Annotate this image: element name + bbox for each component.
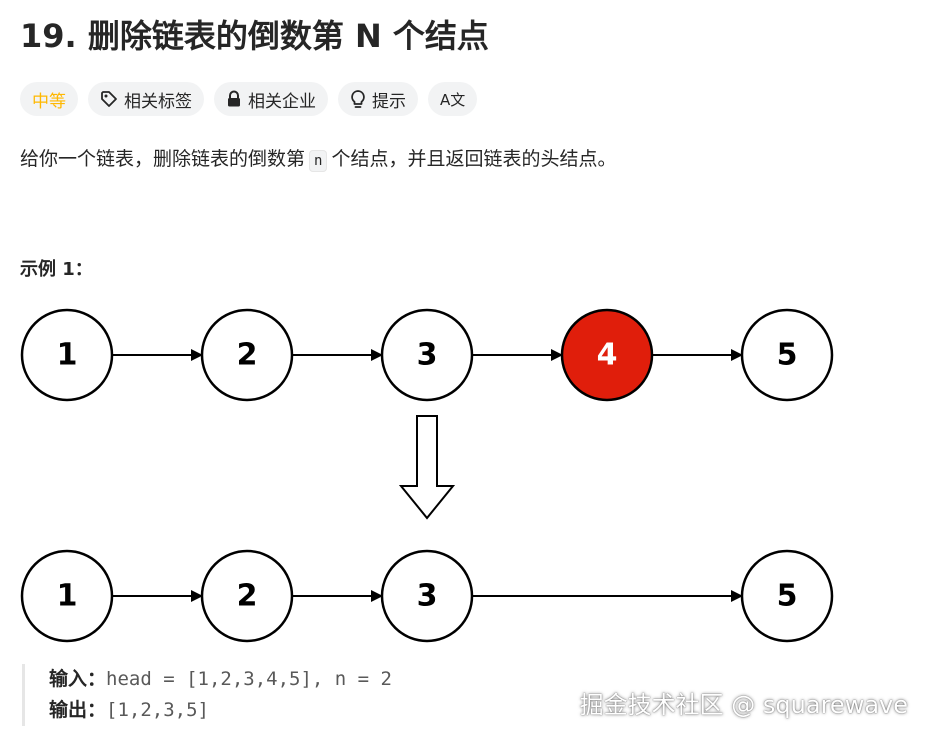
hint-button[interactable]: 提示 [338,82,418,116]
output-line: 输出：[1,2,3,5] [49,695,392,726]
related-companies-label: 相关企业 [248,91,316,112]
input-line: 输入：head = [1,2,3,4,5], n = 2 [49,664,392,695]
input-value: head = [1,2,3,4,5], n = 2 [106,668,392,690]
output-label: 输出： [49,699,107,721]
list-after: 1 2 3 5 [20,549,834,643]
list-before: 1 2 3 4 5 [20,308,834,402]
tag-bar: 中等 相关标签 相关企业 提示 A文 [20,82,478,116]
example-io-block: 输入：head = [1,2,3,4,5], n = 2 输出：[1,2,3,5… [22,664,392,726]
description-text-after: 个结点，并且返回链表的头结点。 [331,148,617,170]
tag-icon [100,90,118,108]
node-after-1 [20,549,114,643]
watermark: 掘金技术社区 @ squarewave [579,691,908,719]
related-tags-label: 相关标签 [124,91,192,112]
node-after-5-label: 5 [777,579,798,614]
node-removed-label: 4 [597,338,618,373]
translate-button[interactable]: A文 [428,82,478,116]
transform-down-arrow [398,415,456,520]
node-after-2 [200,549,294,643]
output-value: [1,2,3,5] [106,699,209,721]
node-before-1 [20,308,114,402]
node-removed [560,308,654,402]
node-before-2 [200,308,294,402]
problem-title: 19. 删除链表的倒数第 N 个结点 [20,17,489,55]
input-label: 输入： [49,668,107,690]
node-after-2-label: 2 [237,579,258,614]
inline-code-n: n [309,150,328,172]
node-after-1-label: 1 [57,579,78,614]
node-before-3-label: 3 [417,338,438,373]
difficulty-label: 中等 [32,91,66,112]
related-tags-button[interactable]: 相关标签 [88,82,204,116]
example-title: 示例 1： [20,259,93,280]
related-companies-button[interactable]: 相关企业 [214,82,328,116]
lightbulb-icon [350,89,366,109]
node-before-3 [380,308,474,402]
node-after-3 [380,549,474,643]
node-before-2-label: 2 [237,338,258,373]
node-after-3-label: 3 [417,579,438,614]
node-before-5 [740,308,834,402]
translate-icon: A文 [440,90,466,109]
linked-list-diagram: 1 2 3 4 5 1 2 3 5 [20,308,834,643]
hint-label: 提示 [372,91,406,112]
lock-icon [226,90,242,108]
difficulty-badge[interactable]: 中等 [20,82,78,116]
node-before-1-label: 1 [57,338,78,373]
node-after-5 [740,549,834,643]
node-before-5-label: 5 [777,338,798,373]
description-text-before: 给你一个链表，删除链表的倒数第 [20,148,306,170]
